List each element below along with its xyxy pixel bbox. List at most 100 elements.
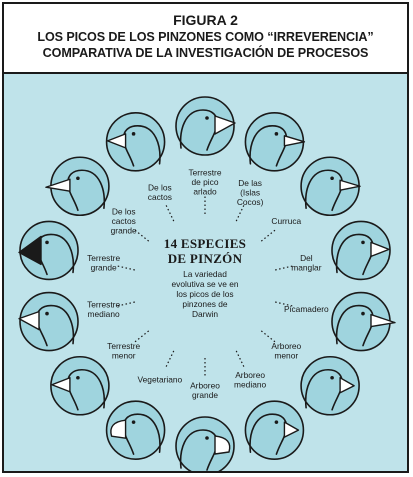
finch-head-icon — [179, 429, 231, 471]
beak-icon — [339, 377, 355, 394]
finch-arboreo-menor — [300, 355, 360, 416]
beak-icon — [106, 133, 127, 149]
finch-terrestre-menor — [50, 355, 110, 416]
center-caption-line: los picos de los — [176, 289, 233, 299]
connector-line — [134, 330, 150, 343]
eye-icon — [131, 132, 136, 136]
eye-icon — [330, 176, 334, 181]
beak-icon — [370, 313, 396, 328]
center-caption-line: La variedad — [183, 269, 227, 279]
finch-head-icon — [335, 304, 396, 347]
figure-header: FIGURA 2 LOS PICOS DE LOS PINZONES COMO … — [4, 4, 407, 74]
connector-line — [117, 301, 135, 307]
finch-head-icon — [179, 109, 236, 151]
eye-icon — [76, 176, 80, 181]
eye-icon — [45, 240, 49, 245]
finch-head-icon — [106, 125, 161, 167]
finch-picamadero — [331, 291, 396, 352]
center-heading-line-2: DE PINZÓN — [168, 251, 243, 266]
connector-line — [260, 330, 276, 343]
beak-icon — [339, 179, 361, 191]
finch-circle — [244, 400, 305, 460]
finch-head-icon — [304, 169, 361, 212]
finch-head-icon — [249, 125, 306, 167]
finch-terrestre-mediano — [18, 291, 79, 352]
finch-circle — [175, 96, 235, 156]
finch-circle — [105, 400, 166, 460]
center-caption-line: pinzones de — [182, 299, 228, 309]
beak-icon — [18, 235, 42, 266]
beak-icon — [51, 377, 71, 393]
finch-vegetariano — [105, 400, 166, 460]
finch-head-icon — [304, 368, 355, 411]
eye-icon — [45, 311, 49, 316]
eye-icon — [76, 375, 80, 380]
finch-head-icon — [18, 233, 75, 276]
species-label-curruca: Curruca — [271, 216, 301, 226]
finch-circle — [300, 355, 360, 416]
figure-title-line-1: LOS PICOS DE LOS PINZONES COMO “IRREVERE… — [37, 30, 374, 44]
figure-frame: FIGURA 2 LOS PICOS DE LOS PINZONES COMO … — [2, 2, 409, 473]
eye-icon — [361, 240, 365, 245]
finch-cactos — [105, 112, 166, 172]
center-caption-line: Darwin — [192, 309, 218, 319]
eye-icon — [205, 436, 209, 440]
species-label-vegetariano: Vegetariano — [138, 375, 183, 385]
eye-icon — [361, 311, 365, 316]
beak-icon — [283, 421, 300, 438]
connector-line — [235, 350, 245, 368]
finch-cactos-grande — [45, 156, 110, 217]
finch-head-icon — [51, 368, 106, 411]
eye-icon — [330, 375, 334, 380]
connector-line — [134, 229, 150, 242]
finch-circle — [19, 291, 79, 352]
finch-curruca — [300, 156, 361, 217]
beak-icon — [370, 241, 390, 258]
finch-terrestre-pico-arlado — [175, 96, 236, 156]
connector-line — [165, 204, 175, 222]
connector-line — [235, 204, 245, 222]
finch-head-icon — [110, 413, 161, 455]
finch-arboreo-grande — [175, 416, 235, 471]
connector-line — [165, 350, 175, 368]
eye-icon — [131, 420, 136, 424]
figure-title-line-2: COMPARATIVA DE LA INVESTIGACIÓN DE PROCE… — [42, 46, 369, 60]
beak-icon — [214, 435, 231, 455]
finch-circle — [105, 112, 166, 172]
beak-icon — [283, 135, 306, 147]
finch-circle — [175, 416, 235, 471]
figure-label: FIGURA 2 — [173, 12, 238, 28]
eye-icon — [205, 116, 209, 120]
finch-head-icon — [249, 413, 300, 455]
beak-icon — [18, 310, 40, 331]
beak-icon — [214, 115, 236, 135]
connector-line — [260, 229, 276, 242]
eye-icon — [274, 420, 279, 424]
finch-terrestre-grande — [18, 220, 79, 281]
species-label-picamadero: Picamadero — [284, 304, 329, 314]
finch-head-icon — [45, 169, 106, 212]
finch-circle — [19, 220, 79, 281]
finch-arboreo-mediano — [244, 400, 305, 460]
beak-icon — [110, 419, 127, 439]
connector-line — [275, 301, 293, 307]
center-heading-line-1: 14 ESPECIES — [164, 236, 246, 251]
connector-line — [275, 265, 293, 271]
connector-line — [117, 265, 135, 271]
eye-icon — [274, 132, 279, 136]
finch-islas-cocos — [244, 112, 306, 172]
beak-icon — [45, 178, 71, 192]
